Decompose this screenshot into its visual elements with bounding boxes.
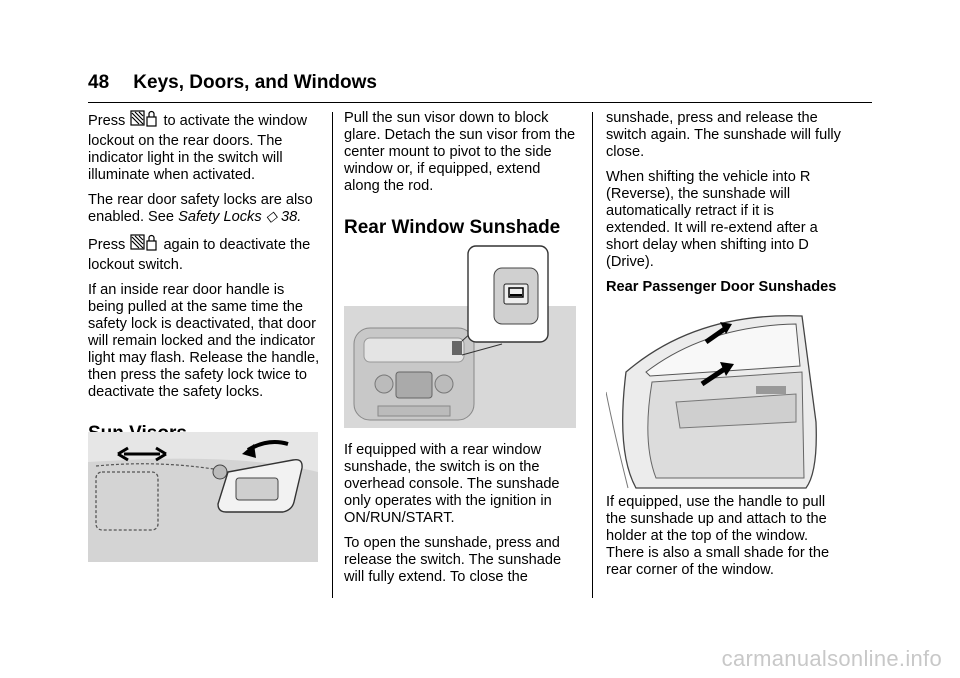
paragraph-door-handle: If an inside rear door handle is being p…: [88, 282, 320, 400]
overhead-console-illustration: [344, 244, 576, 433]
window-lockout-icon: [130, 110, 158, 133]
safety-locks-link[interactable]: Safety Locks: [178, 209, 262, 225]
paragraph-deactivate: Press again to deactivate the lockout sw…: [88, 234, 324, 274]
column-2: Pull the sun visor down to block glare. …: [344, 110, 580, 257]
paragraph-sun-visor: Pull the sun visor down to block glare. …: [344, 110, 576, 194]
press-text: Press: [88, 113, 126, 129]
page-number: 48: [88, 72, 110, 93]
section-title: Keys, Doors, and Windows: [133, 72, 377, 93]
paragraph-close-sunshade: sunshade, press and release the switch a…: [606, 110, 841, 160]
paragraph-pull-handle: If equipped, use the handle to pull the …: [606, 494, 830, 578]
column-1: Press to activate the window lockout on …: [88, 110, 324, 463]
column-divider-2: [592, 112, 593, 598]
safety-locks-page-ref[interactable]: ◇ 38.: [265, 209, 302, 225]
paragraph-sunshade-switch: If equipped with a rear window sunshade,…: [344, 442, 560, 526]
column-3: sunshade, press and release the switch a…: [606, 110, 842, 304]
window-lockout-icon-2: [130, 234, 158, 257]
paragraph-lockout: Press to activate the window lockout on …: [88, 110, 324, 184]
page-header: 48 Keys, Doors, and Windows: [88, 72, 377, 94]
press-text-2: Press: [88, 237, 126, 253]
column-divider-1: [332, 112, 333, 598]
column-3-lower: If equipped, use the handle to pull the …: [606, 494, 842, 587]
header-rule: [88, 102, 872, 103]
subheading-rear-door-sunshades: Rear Passenger Door Sunshades: [606, 279, 837, 295]
rear-door-illustration: [605, 302, 836, 497]
lockout-description: to activate the window lockout on the re…: [88, 113, 308, 183]
paragraph-reverse: When shifting the vehicle into R (Revers…: [606, 169, 818, 270]
deactivate-description: again to deactivate the lockout switch.: [88, 237, 311, 273]
paragraph-safety-locks: The rear door safety locks are also enab…: [88, 192, 324, 226]
safety-locks-text: The rear door safety locks are also enab…: [88, 192, 313, 225]
column-2-lower: If equipped with a rear window sunshade,…: [344, 442, 580, 594]
heading-rear-window-sunshade: Rear Window Sunshade: [344, 217, 561, 238]
sun-visor-illustration: [88, 432, 318, 567]
paragraph-open-sunshade: To open the sunshade, press and release …: [344, 535, 562, 585]
watermark: carmanualsonline.info: [721, 646, 942, 671]
